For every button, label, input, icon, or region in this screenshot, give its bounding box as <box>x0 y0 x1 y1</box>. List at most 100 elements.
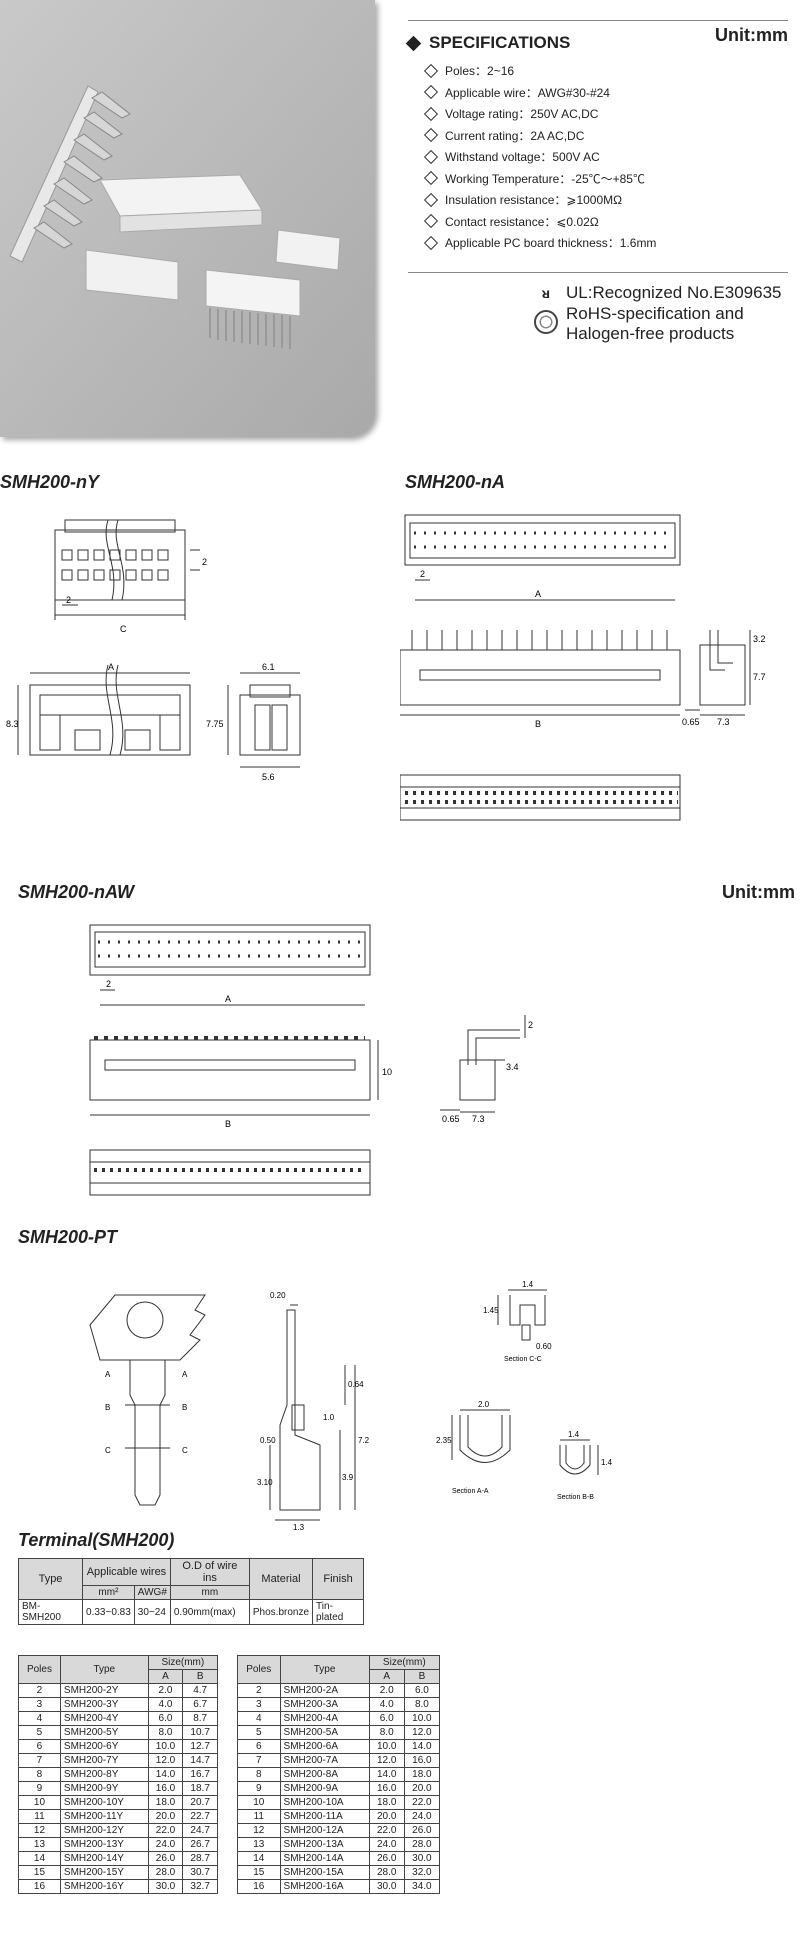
sub-mm: mm <box>169 1585 250 1600</box>
dim-naw-10: 10 <box>382 1067 392 1077</box>
label-section-bb: Section B-B <box>557 1494 594 1501</box>
dim-pt-b1: B <box>105 1403 110 1412</box>
drawing-smh200-ny: C 2 2 A 8.3 6.1 7.75 5.6 <box>6 519 301 782</box>
table-cell: SMH200-12A <box>279 1823 370 1838</box>
table-cell: SMH200-7A <box>279 1753 370 1768</box>
dim-naw-2: 2 <box>106 979 111 989</box>
table-cell: 6.7 <box>182 1697 218 1712</box>
table-cell: SMH200-3Y <box>59 1697 149 1712</box>
table-cell: 5 <box>18 1725 61 1740</box>
table-cell: SMH200-10A <box>279 1795 370 1810</box>
table-cell: SMH200-11A <box>279 1809 370 1824</box>
table-cell: 14 <box>18 1851 61 1866</box>
table-cell: SMH200-14A <box>279 1851 370 1866</box>
diamond-outline-icon <box>423 63 439 78</box>
label-section-aa: Section A-A <box>452 1488 489 1495</box>
table-cell: 9 <box>18 1781 61 1796</box>
table-cell: 5 <box>237 1725 281 1740</box>
dim-cc-060: 0.60 <box>536 1342 552 1351</box>
table-cell: 22.0 <box>368 1823 405 1838</box>
dim-naw-a: A <box>225 994 231 1004</box>
table-cell: 24.0 <box>147 1837 184 1852</box>
dim-pt-a1: A <box>105 1370 111 1379</box>
table-cell: 30.7 <box>182 1865 218 1880</box>
title-smh200-pt: SMH200-PT <box>18 1227 118 1247</box>
spec-item: Contact resistance：⩽0.02Ω <box>423 211 788 233</box>
specifications-heading: SPECIFICATIONS <box>405 33 570 53</box>
diamond-outline-icon <box>423 235 439 250</box>
divider <box>408 20 788 21</box>
dim-pt-b2: B <box>182 1403 187 1412</box>
table-cell: 8 <box>18 1767 61 1782</box>
table-cell: SMH200-7Y <box>59 1753 149 1768</box>
table-cell: 18.0 <box>368 1795 405 1810</box>
table-cell: SMH200-5A <box>279 1725 370 1740</box>
table-cell: 18.0 <box>147 1795 184 1810</box>
diamond-outline-icon <box>423 214 439 229</box>
table-cell: 32.0 <box>403 1865 441 1880</box>
title-terminal: Terminal(SMH200) <box>18 1530 175 1550</box>
unit-label-2: Unit:mm <box>722 882 795 902</box>
table-cell: 20.0 <box>368 1809 405 1824</box>
dim-bb-14a: 1.4 <box>568 1430 580 1439</box>
table-cell: 8.7 <box>182 1711 218 1726</box>
dim-na-b: B <box>535 719 541 729</box>
table-cell: 18.7 <box>182 1781 218 1796</box>
dim-na-2: 2 <box>420 569 425 579</box>
dim-na-32: 3.2 <box>753 634 766 644</box>
table-cell: SMH200-8A <box>279 1767 370 1782</box>
label-section-cc: Section C-C <box>504 1356 542 1363</box>
table-cell: 10 <box>237 1795 281 1810</box>
table-cell: 20.7 <box>182 1795 218 1810</box>
dim-pt-13: 1.3 <box>293 1523 305 1532</box>
table-cell: 16 <box>237 1879 281 1894</box>
dim-naw-065: 0.65 <box>442 1114 460 1124</box>
dim-pt-a2: A <box>182 1370 188 1379</box>
dim-ny-c: C <box>120 624 127 634</box>
table-cell: 6.0 <box>403 1683 441 1698</box>
table-cell: SMH200-6Y <box>59 1739 149 1754</box>
dim-na-a: A <box>535 589 541 599</box>
table-row: BM-SMH200 0.33~0.83 30~24 0.90mm(max) Ph… <box>17 1599 364 1625</box>
table-cell: 8.0 <box>403 1697 441 1712</box>
specifications-block: SPECIFICATIONS Unit:mm Poles：2~16 Applic… <box>405 20 788 273</box>
col-applicable-wires: Applicable wires <box>82 1558 171 1586</box>
table-cell: 2 <box>237 1683 281 1698</box>
dim-pt-10: 1.0 <box>323 1413 335 1422</box>
col-poles: Poles <box>18 1655 61 1684</box>
dim-ny-2b: 2 <box>202 557 207 567</box>
table-cell: 14.0 <box>403 1739 441 1754</box>
table-cell: 12.0 <box>403 1725 441 1740</box>
dim-ny-a: A <box>108 662 114 672</box>
table-cell: 4 <box>18 1711 61 1726</box>
table-cell: 10.0 <box>368 1739 405 1754</box>
table-cell: 20.0 <box>147 1809 184 1824</box>
product-photo <box>0 0 375 437</box>
spec-item: Current rating：2A AC,DC <box>423 125 788 147</box>
certifications: ᴚ UL:Recognized No.E309635 RoHS-specific… <box>534 283 781 344</box>
table-cell: 30.0 <box>368 1879 405 1894</box>
table-cell: 10.0 <box>147 1739 184 1754</box>
rohs-line-1: RoHS-specification and <box>566 304 744 323</box>
col-a: A <box>147 1669 184 1684</box>
table-cell: 2.0 <box>368 1683 405 1698</box>
diamond-outline-icon <box>423 149 439 164</box>
diamond-bullet-icon <box>405 35 422 51</box>
table-cell: 9 <box>237 1781 281 1796</box>
table-cell: 4.0 <box>147 1697 184 1712</box>
table-cell: 30.0 <box>147 1879 184 1894</box>
